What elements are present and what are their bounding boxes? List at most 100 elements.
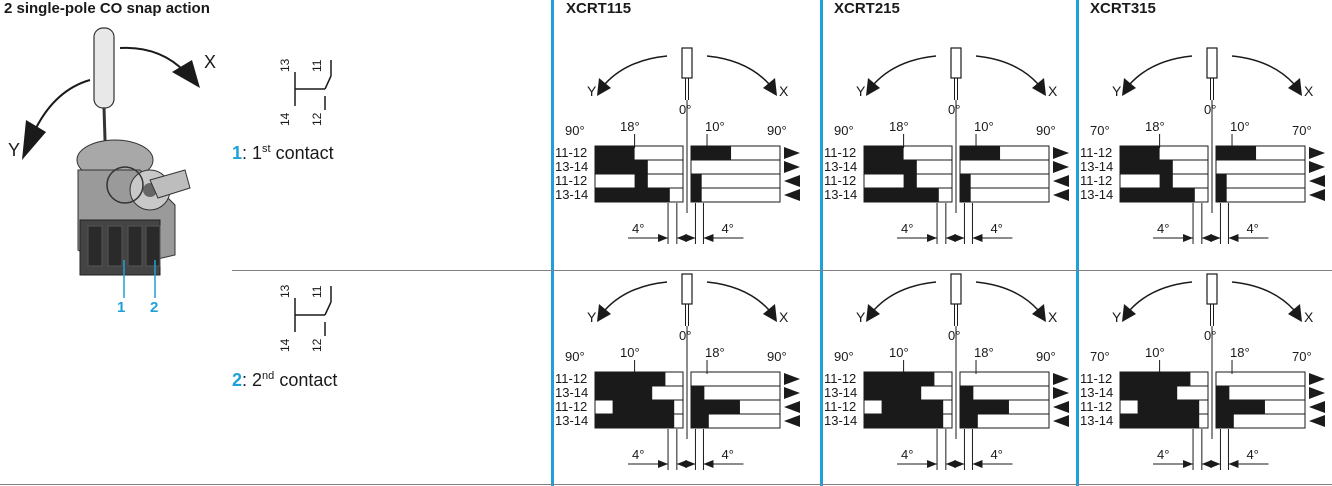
row-label: 13-14: [824, 187, 857, 202]
row-label: 13-14: [1080, 159, 1113, 174]
angle-right-end: 70°: [1292, 349, 1312, 364]
contact-bar-closed: [595, 386, 653, 400]
terminal-label: 14: [278, 112, 292, 126]
angle-right-end: 90°: [767, 349, 787, 364]
rotation-arrow-y: [1129, 281, 1193, 311]
contact-bar-closed: [864, 414, 944, 428]
arrowhead-icon: [1183, 460, 1194, 468]
arrowhead-icon: [1032, 78, 1046, 96]
row-label: 13-14: [1080, 413, 1113, 428]
arrowhead-icon: [1288, 304, 1302, 322]
plunger-icon: [681, 273, 693, 305]
arrowhead-icon: [703, 460, 714, 468]
direction-arrow-icon: [784, 415, 800, 427]
contact-bar-frame: [1215, 173, 1306, 189]
terminal-label: 12: [310, 112, 324, 126]
contact-bar-closed: [691, 386, 705, 400]
contact-ordinal-suffix: st: [262, 143, 271, 155]
contact-bar-closed: [1216, 400, 1265, 414]
arrowhead-icon: [954, 234, 965, 242]
contact-ordinal-suffix: nd: [262, 370, 275, 382]
contact-bar-closed: [864, 386, 922, 400]
angle-right-mid: 10°: [974, 119, 994, 134]
rotation-arrow-x: [1231, 281, 1295, 311]
contact-bar-closed: [903, 174, 917, 188]
row-label: 11-12: [1080, 399, 1112, 414]
tolerance-label-right: 4°: [1246, 447, 1258, 462]
contact-bar-closed: [1216, 188, 1227, 202]
contact-bar-closed: [691, 400, 740, 414]
rotation-arrow-y: [1129, 55, 1193, 85]
direction-arrow-icon: [1053, 161, 1069, 173]
contact-bar-closed: [864, 146, 904, 160]
arrowhead-icon: [1210, 460, 1221, 468]
direction-arrow-icon: [1309, 415, 1325, 427]
tolerance-label-left: 4°: [1157, 447, 1169, 462]
arrowhead-icon: [927, 460, 938, 468]
contact-bar-frame: [690, 159, 781, 175]
contact-bar-closed: [960, 400, 1009, 414]
arrowhead-icon: [1032, 304, 1046, 322]
terminal-label: 12: [310, 338, 324, 352]
rotation-label-y: Y: [8, 140, 21, 160]
row-label: 11-12: [1080, 371, 1112, 386]
arrowhead-icon: [685, 460, 696, 468]
plunger-icon: [681, 47, 693, 79]
direction-arrow-icon: [1053, 387, 1069, 399]
contact-bar-closed: [634, 174, 648, 188]
angle-right-end: 90°: [767, 123, 787, 138]
switch-illustration: [22, 27, 200, 298]
arrow-label-y: Y: [587, 83, 597, 99]
row-label: 13-14: [555, 187, 588, 202]
contact-bar-closed: [595, 160, 648, 174]
rotation-arrow-x: [706, 281, 770, 311]
contact-bar-closed: [1137, 400, 1200, 414]
contact-bar-closed: [864, 188, 939, 202]
arrow-label-x: X: [1304, 309, 1314, 325]
row-label: 13-14: [555, 385, 588, 400]
arrow-label-y: Y: [856, 83, 866, 99]
contact-bar-closed: [1216, 414, 1234, 428]
contact-bar-closed: [1120, 160, 1173, 174]
tolerance-label-left: 4°: [901, 221, 913, 236]
contact-word: contact: [275, 143, 334, 163]
tolerance-label-right: 4°: [1246, 221, 1258, 236]
terminal-label: 14: [278, 338, 292, 352]
rotation-arrow-y: [604, 55, 668, 85]
angle-left-mid: 10°: [889, 345, 909, 360]
contact-bar-frame: [690, 173, 781, 189]
row-label: 13-14: [824, 159, 857, 174]
symbol-line: [324, 301, 332, 316]
contact-bar-closed: [1120, 386, 1178, 400]
angle-left-mid: 18°: [1145, 119, 1165, 134]
angle-right-mid: 18°: [705, 345, 725, 360]
angle-right-mid: 10°: [705, 119, 725, 134]
column-divider-1: [551, 0, 554, 486]
arrowhead-icon: [972, 234, 983, 242]
contact-sep: :: [242, 370, 253, 390]
row-label: 13-14: [1080, 385, 1113, 400]
direction-arrow-icon: [1053, 415, 1069, 427]
angle-left-end: 90°: [565, 123, 585, 138]
model-header-3: XCRT315: [1090, 0, 1156, 17]
arrow-label-x: X: [1048, 83, 1058, 99]
contact-bar-closed: [595, 146, 635, 160]
contact-bar-closed: [1120, 146, 1160, 160]
direction-arrow-icon: [784, 147, 800, 159]
terminal-label: 11: [310, 59, 324, 72]
row-label: 11-12: [1080, 145, 1112, 160]
tolerance-label-left: 4°: [632, 447, 644, 462]
model-header-2: XCRT215: [834, 0, 900, 17]
contact-bar-closed: [691, 188, 702, 202]
tolerance-label-right: 4°: [721, 221, 733, 236]
row-label: 13-14: [555, 159, 588, 174]
contact-ordinal: 1: [252, 143, 263, 163]
